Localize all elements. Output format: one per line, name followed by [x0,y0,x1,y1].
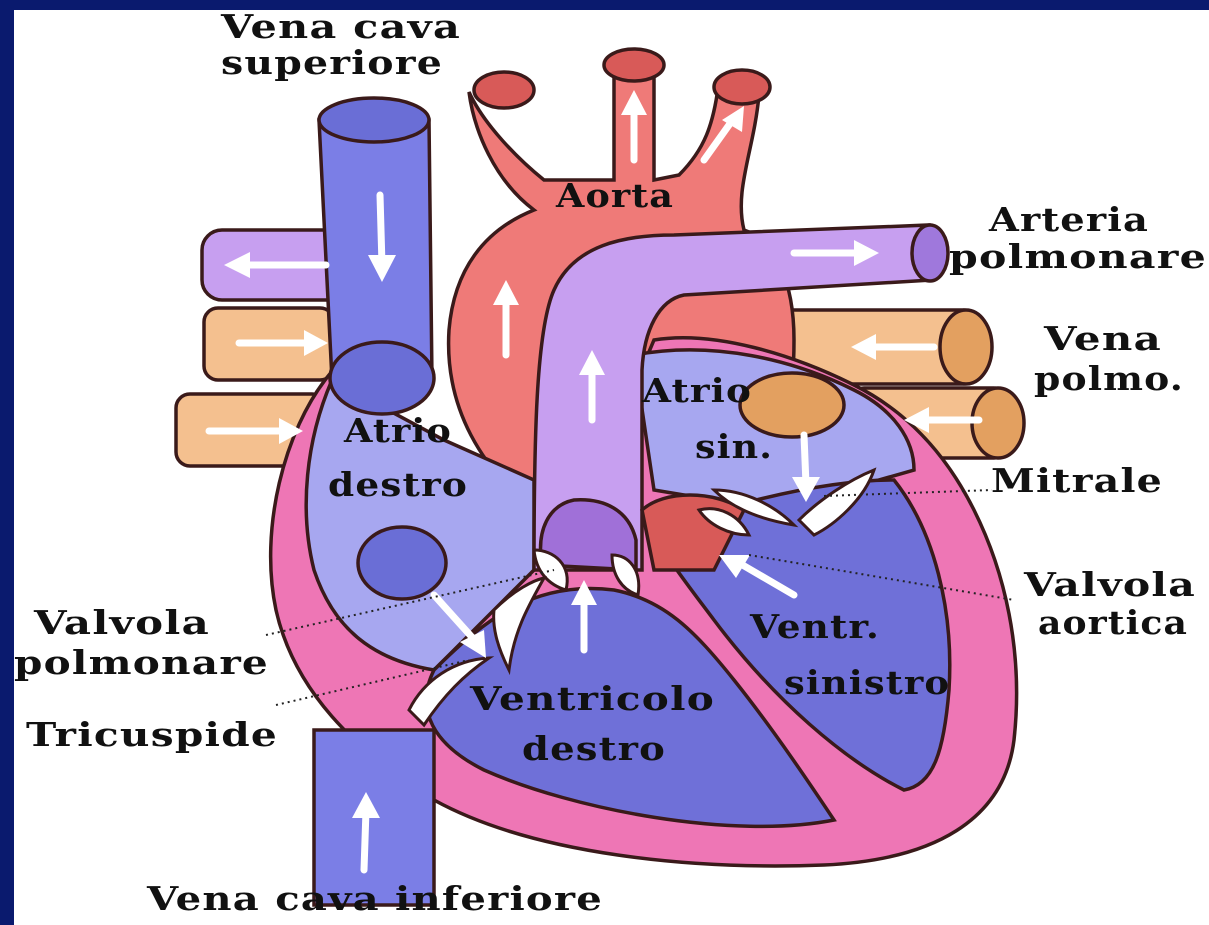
label-atrio-sin-1: Atrio [641,371,752,410]
label-ventr-sinistro-2: sinistro [784,663,950,702]
label-ventr-sinistro-1: Ventr. [749,607,880,646]
label-vena-polmo-2: polmo. [1034,359,1184,398]
label-tricuspide: Tricuspide [26,715,278,754]
label-valvola-aortica-1: Valvola [1023,565,1196,604]
label-valvola-aortica-2: aortica [1038,603,1188,642]
label-ventricolo-destro-2: destro [522,729,666,768]
label-vena-cava-superiore-1: Vena cava [220,10,461,46]
label-aorta: Aorta [555,176,674,215]
label-valvola-polmonare-2: polmonare [14,643,269,682]
label-vena-cava-superiore-2: superiore [221,43,443,82]
label-vena-polmo-1: Vena [1043,319,1162,358]
label-valvola-polmonare-1: Valvola [33,603,210,642]
label-arteria-polmonare-1: Arteria [988,200,1149,239]
label-ventricolo-destro-1: Ventricolo [469,679,715,718]
label-atrio-sin-2: sin. [695,427,773,466]
label-vena-cava-inferiore: Vena cava inferiore [146,879,603,918]
label-mitrale: Mitrale [991,461,1163,500]
label-arteria-polmonare-2: polmonare [949,237,1207,276]
label-atrio-destro-1: Atrio [343,411,452,450]
diagram-frame: Vena cava superiore Aorta Arteria polmon… [14,10,1209,925]
label-atrio-destro-2: destro [328,465,468,504]
heart-diagram: Vena cava superiore Aorta Arteria polmon… [14,10,1209,925]
